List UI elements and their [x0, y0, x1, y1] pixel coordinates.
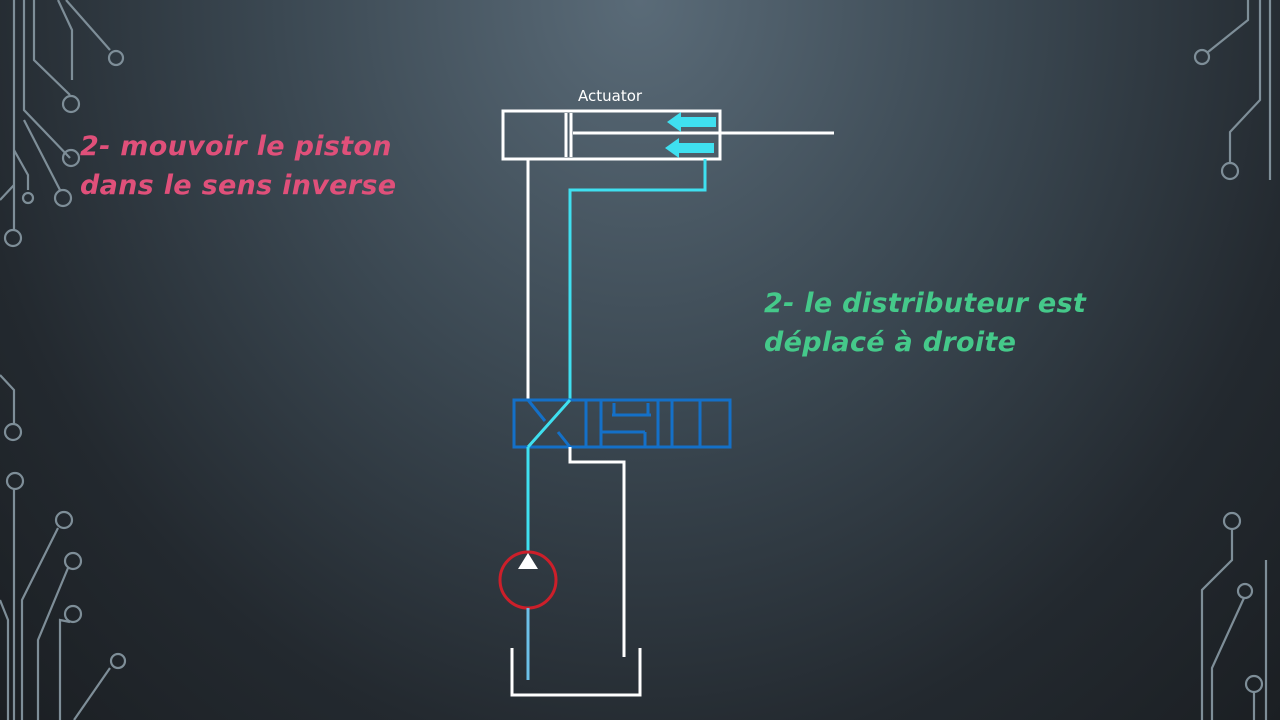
left-annotation-line-2: dans le sens inverse — [80, 170, 397, 201]
hydraulic-pump-icon — [498, 550, 558, 610]
return-line-tank — [568, 447, 626, 657]
left-annotation: 2- mouvoir le piston dans le sens invers… — [80, 127, 396, 205]
right-annotation-line-2: déplacé à droite — [764, 327, 1017, 358]
reservoir-tank-icon — [510, 648, 642, 697]
right-annotation: 2- le distributeur est déplacé à droite — [764, 284, 1086, 362]
flow-arrow-icon — [665, 112, 716, 158]
actuator-label: Actuator — [578, 87, 643, 105]
right-annotation-line-1: 2- le distributeur est — [764, 288, 1087, 319]
left-annotation-line-1: 2- mouvoir le piston — [80, 131, 392, 162]
pressure-line-cylinder — [568, 159, 707, 400]
valve-active-path — [526, 399, 572, 448]
actuator-cylinder-icon — [501, 109, 834, 161]
directional-valve-icon — [512, 398, 732, 449]
